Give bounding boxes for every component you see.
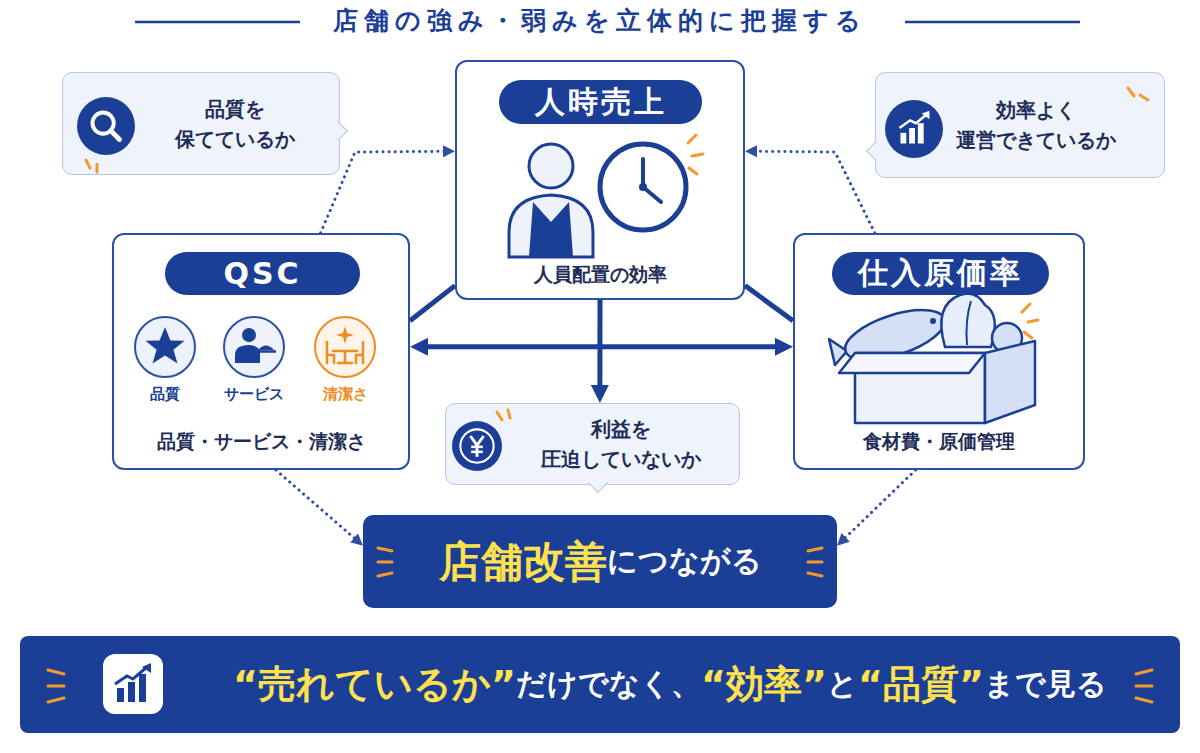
icon-part (115, 667, 147, 684)
callout-text: 効率よく 運営できているか (948, 95, 1124, 155)
icon-part (641, 159, 645, 187)
icon-part (529, 202, 573, 257)
icon-part (471, 451, 483, 454)
icon-part (985, 341, 1035, 423)
dotted-connector (844, 470, 916, 539)
icon-part (829, 339, 847, 365)
icon-part (930, 318, 936, 324)
qsc-icon-badge: 品質 (123, 315, 207, 411)
accent-ticks (48, 88, 1152, 702)
yen-icon (452, 421, 502, 471)
icon-part (909, 128, 915, 143)
solid-connector (597, 300, 602, 389)
icon-part (509, 195, 593, 257)
qsc-icon-badge: 清潔さ (303, 315, 387, 411)
summary-band: “売れているか”だけでなく、“効率”と“品質”まで見る (20, 636, 1180, 733)
question-callout: 品質を 保てているか (62, 72, 340, 175)
icon-part (344, 351, 347, 363)
band-text: と (827, 664, 858, 705)
icon-part (900, 133, 906, 144)
icon-part (135, 317, 195, 377)
icon-part (967, 301, 972, 345)
icon-part (256, 350, 276, 353)
icon-part (327, 342, 363, 363)
icon-part (338, 362, 352, 365)
badge-label: 清潔さ (303, 385, 387, 404)
solid-connector (410, 286, 455, 321)
icon-part (242, 328, 256, 342)
service-icon (222, 315, 286, 379)
icon-part (885, 100, 943, 158)
icon-part (900, 115, 927, 129)
icon-part (258, 346, 274, 351)
diagram-title: 店舗の強み・弱みを立体的に把握する (0, 4, 1200, 37)
box-heading: QSC (165, 252, 360, 295)
icon-part (839, 353, 985, 373)
title-rule (905, 21, 1080, 24)
bubble-tail (866, 141, 886, 161)
icon-part (639, 183, 647, 191)
band-text: まで見る (984, 664, 1107, 705)
icon-part (315, 317, 375, 377)
star-icon (133, 315, 197, 379)
solid-connector (424, 344, 778, 349)
icon-part (327, 342, 334, 363)
badge-label: 品質 (123, 385, 207, 404)
clean-icon (313, 315, 377, 379)
dotted-connector (276, 470, 356, 539)
icon-part (452, 421, 502, 471)
title-rule (135, 21, 300, 24)
box-body: 人員配置の効率 (457, 262, 743, 288)
icon-part (941, 293, 995, 347)
question-callout: 効率よく 運営できているか (875, 72, 1165, 178)
callout-text: 利益を 圧迫していないか (536, 414, 706, 474)
metric-box: 人時売上人員配置の効率 (455, 60, 745, 300)
icon-part (529, 144, 573, 188)
search-icon (77, 97, 135, 155)
icon-part (460, 429, 493, 462)
metric-box: 仕入原価率食材費・原価管理 (793, 233, 1085, 470)
icon-part (922, 111, 930, 120)
box-heading: 仕入原価率 (832, 252, 1049, 295)
banner-text: につながる (607, 541, 762, 582)
solid-connector (745, 286, 793, 321)
band-text: “売れているか” (233, 659, 516, 710)
chart-icon (103, 654, 163, 714)
icon-part (111, 131, 120, 140)
box-body: 品質・サービス・清潔さ (114, 429, 408, 455)
icon-part (128, 682, 135, 702)
banner-text: 店舗改善 (439, 534, 607, 590)
text-row: “売れているか”だけでなく、“効率”と“品質”まで見る (190, 636, 1150, 733)
icon-part (142, 663, 151, 673)
icon-part (336, 326, 354, 344)
icon-part (471, 446, 483, 449)
box-heading: 人時売上 (499, 80, 702, 124)
chart-icon (885, 100, 943, 158)
qsc-icon-badge: サービス (212, 315, 296, 411)
icon-part (117, 688, 124, 702)
callout-text: 品質を 保てているか (155, 94, 315, 154)
question-callout: 利益を 圧迫していないか (445, 403, 740, 485)
bubble-tail (588, 473, 608, 493)
icon-part (224, 317, 284, 377)
icon-part (235, 345, 260, 363)
band-text: “効率” (701, 659, 827, 710)
metric-box: QSC 品質・サービス・清潔さ 品質サービス清潔さ (112, 233, 410, 470)
icon-part (356, 342, 363, 363)
icon-part (103, 654, 163, 714)
icon-part (918, 123, 924, 143)
icon-part (139, 674, 146, 702)
icon-part (146, 327, 185, 364)
box-body: 食材費・原価管理 (795, 429, 1083, 455)
bubble-tail (328, 121, 348, 141)
icon-part (77, 97, 135, 155)
band-text: だけでなく、 (516, 664, 701, 705)
badge-label: サービス (212, 385, 296, 404)
dotted-connector (755, 151, 875, 233)
icon-part (600, 144, 686, 230)
result-banner: 店舗改善につながる (363, 515, 837, 608)
band-text: “品質” (858, 659, 984, 710)
icon-part (470, 436, 483, 445)
